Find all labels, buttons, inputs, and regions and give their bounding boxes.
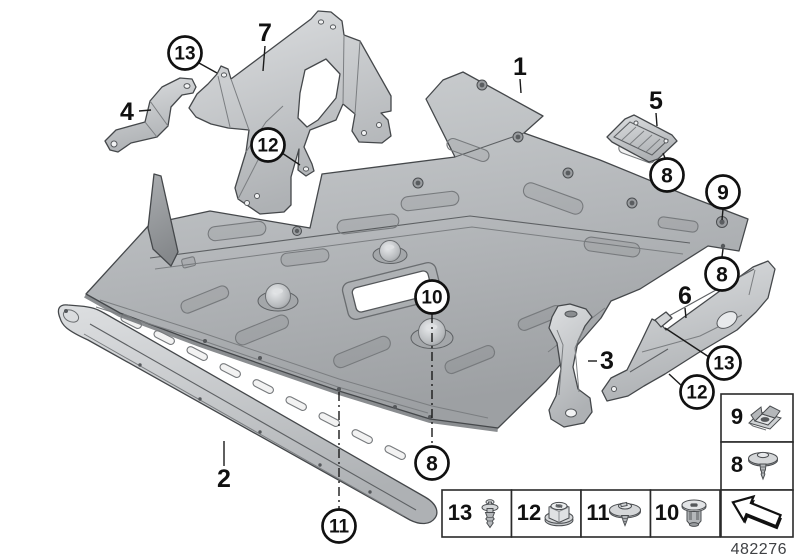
callout-3[interactable]: 3 <box>600 347 614 375</box>
svg-text:12: 12 <box>686 383 707 404</box>
washer-screw-long-icon <box>748 451 778 481</box>
hole-for-clip-9 <box>716 216 728 228</box>
svg-text:11: 11 <box>586 500 609 525</box>
part-7-tab-hole <box>302 166 310 172</box>
svg-text:12: 12 <box>517 500 541 525</box>
expanding-rivet-nut-icon <box>681 499 707 527</box>
callout-1[interactable]: 1 <box>513 53 527 81</box>
svg-text:13: 13 <box>713 354 734 375</box>
rail-clip-tab <box>654 311 673 328</box>
callout-12-right[interactable]: 12 <box>679 374 715 410</box>
legend-box-8: 8 <box>720 441 794 491</box>
part-2-front-skid-strip <box>57 304 438 525</box>
svg-text:8: 8 <box>716 264 728 287</box>
drawing-number: 482276 <box>731 541 787 558</box>
skid-strip-ribs <box>120 314 406 461</box>
callout-13-right[interactable]: 13 <box>706 345 742 381</box>
callout-12-top[interactable]: 12 <box>250 127 286 163</box>
svg-text:8: 8 <box>426 453 438 476</box>
legend-box-13: 13 <box>441 489 513 538</box>
part-6-side-rail-screen <box>601 260 776 402</box>
part-4-bracket <box>104 77 197 153</box>
svg-text:12: 12 <box>257 136 278 157</box>
part-5-access-plate <box>606 114 678 163</box>
svg-text:8: 8 <box>661 165 673 188</box>
fastener-legend: 13 12 <box>441 393 794 538</box>
panel-screw-holes <box>203 79 728 419</box>
callout-11[interactable]: 11 <box>321 508 357 544</box>
washer-screw-icon <box>609 501 641 527</box>
callout-10[interactable]: 10 <box>414 279 450 315</box>
legend-box-12: 12 <box>510 489 582 538</box>
expansion-rivet-icon <box>481 499 499 529</box>
part-1-underbody-panel <box>84 71 749 432</box>
callout-9[interactable]: 9 <box>705 174 741 210</box>
legend-box-10: 10 <box>649 489 721 538</box>
legend-box-11: 11 <box>580 489 652 538</box>
callout-8-plate[interactable]: 8 <box>649 157 685 193</box>
part-7-mount-hole <box>220 72 228 78</box>
callouts: 1 2 3 4 5 6 7 8 8 8 9 10 11 <box>120 19 742 544</box>
legend-box-nav[interactable] <box>720 489 794 538</box>
callout-8-right[interactable]: 8 <box>704 256 740 292</box>
svg-text:13: 13 <box>448 500 472 525</box>
svg-text:11: 11 <box>329 517 350 538</box>
leader-lines <box>138 45 724 509</box>
svg-text:10: 10 <box>655 500 679 525</box>
callout-5[interactable]: 5 <box>649 87 663 115</box>
prev-diagram-arrow-icon[interactable] <box>727 490 785 536</box>
svg-text:13: 13 <box>174 44 195 65</box>
panel-side-fin <box>147 173 179 267</box>
part-3-support-bracket <box>548 303 593 428</box>
cage-nut-icon <box>748 405 782 431</box>
svg-text:8: 8 <box>731 452 743 477</box>
svg-text:10: 10 <box>421 288 442 309</box>
callout-4[interactable]: 4 <box>120 98 134 126</box>
callout-2[interactable]: 2 <box>217 465 231 493</box>
part-7-upper-screen <box>188 10 392 215</box>
callout-7[interactable]: 7 <box>258 19 272 47</box>
svg-text:9: 9 <box>731 404 743 429</box>
hex-flange-nut-icon <box>544 501 574 527</box>
legend-box-9: 9 <box>720 393 794 443</box>
callout-13-top[interactable]: 13 <box>167 35 203 71</box>
callout-6[interactable]: 6 <box>678 282 692 310</box>
callout-8-center[interactable]: 8 <box>414 445 450 481</box>
svg-text:9: 9 <box>717 182 729 205</box>
